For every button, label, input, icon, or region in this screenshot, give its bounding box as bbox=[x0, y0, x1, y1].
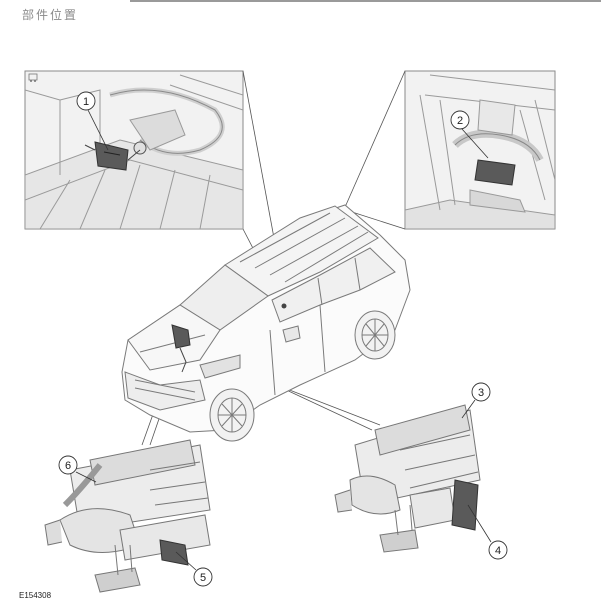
callout-2-label: 2 bbox=[457, 115, 463, 127]
callout-6-label: 6 bbox=[65, 460, 71, 472]
car-icon bbox=[28, 73, 38, 82]
callout-1-label: 1 bbox=[83, 96, 89, 108]
callout-2: 2 bbox=[450, 110, 489, 159]
inset-detail-left bbox=[24, 70, 244, 230]
callout-1: 1 bbox=[76, 91, 109, 151]
heater-assembly-left bbox=[44, 439, 211, 593]
figure-id: E154308 bbox=[19, 591, 52, 600]
vehicle-illustration bbox=[121, 204, 411, 442]
page-title: 部件位置 bbox=[22, 8, 79, 22]
callout-4-label: 4 bbox=[495, 545, 501, 557]
heater-assembly-right bbox=[334, 404, 481, 553]
callout-5: 5 bbox=[175, 551, 213, 587]
header-rule bbox=[130, 0, 601, 2]
callout-6: 6 bbox=[58, 455, 97, 483]
callout-3: 3 bbox=[461, 382, 491, 419]
callout-4: 4 bbox=[467, 504, 508, 560]
inset-detail-right bbox=[404, 70, 556, 230]
callout-5-label: 5 bbox=[200, 572, 206, 584]
callout-3-label: 3 bbox=[478, 387, 484, 399]
